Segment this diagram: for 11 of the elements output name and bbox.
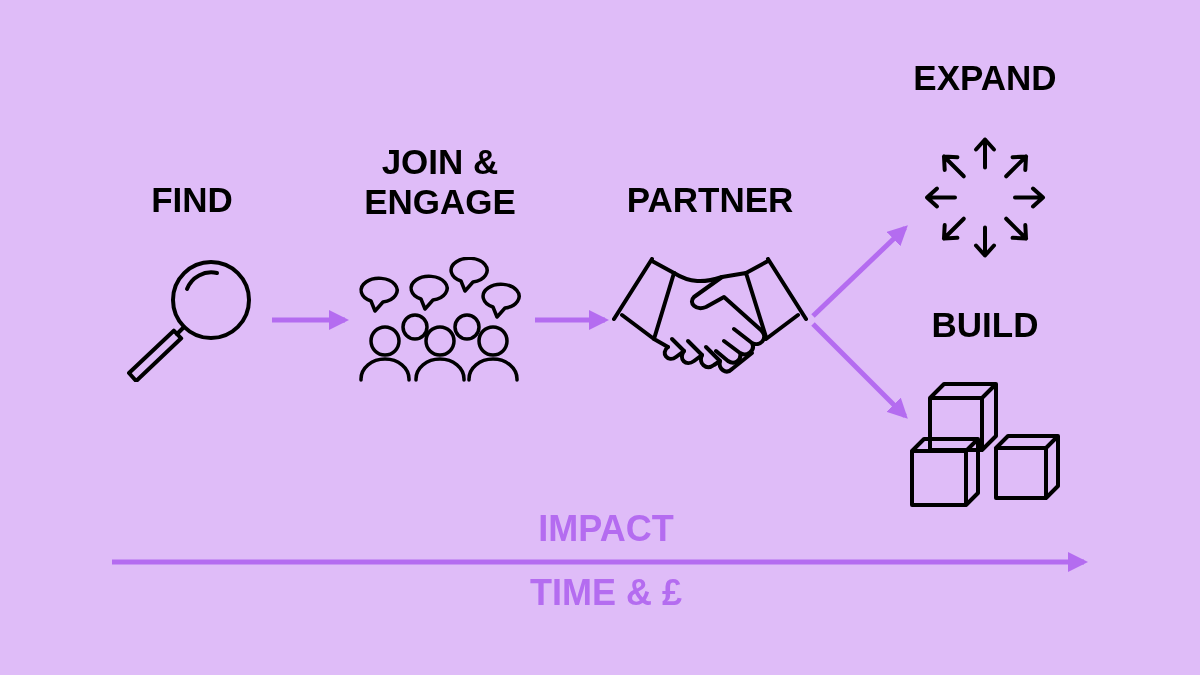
- arrow: [272, 310, 349, 330]
- axis-label: IMPACT: [537, 508, 675, 550]
- step-heading: BUILD: [930, 305, 1040, 345]
- axis-label: TIME & £: [529, 572, 683, 614]
- step-heading: EXPAND: [912, 58, 1058, 98]
- step-heading: FIND: [150, 180, 234, 220]
- arrow: [811, 225, 908, 318]
- arrow: [811, 322, 908, 419]
- arrow: [535, 310, 609, 330]
- step-heading: JOIN & ENGAGE: [363, 142, 517, 222]
- step-heading: PARTNER: [625, 180, 795, 220]
